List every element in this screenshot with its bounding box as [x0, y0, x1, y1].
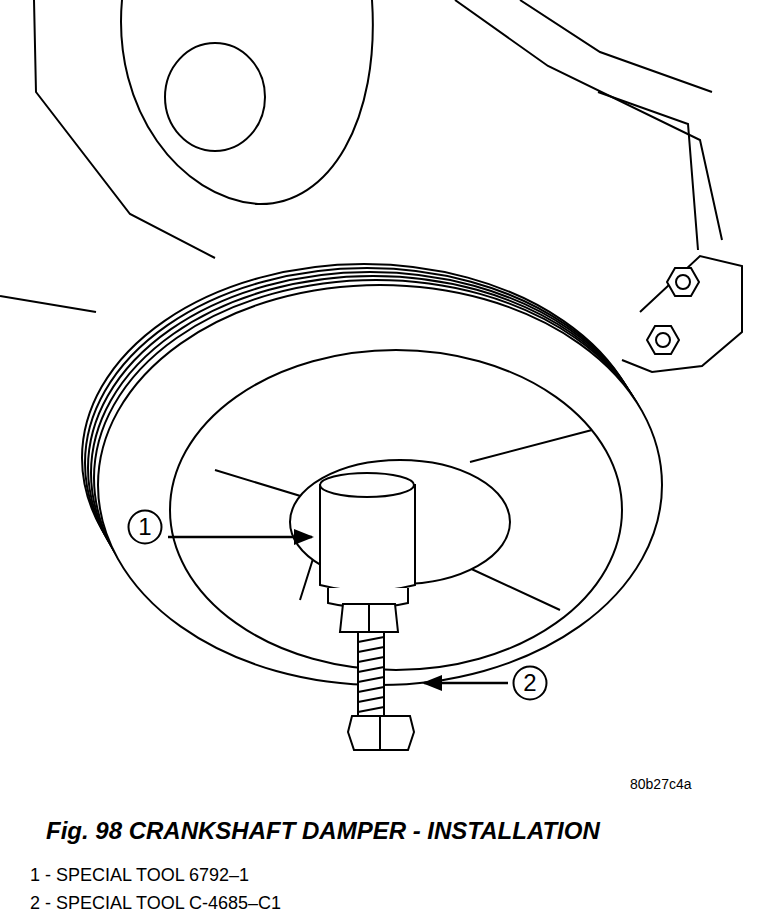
drawing-part — [424, 682, 508, 685]
drawing-part — [170, 350, 622, 670]
drawing-part — [168, 536, 312, 539]
drawing-part — [455, 0, 722, 240]
drawing-part — [340, 604, 398, 632]
drawing-part — [320, 473, 414, 497]
callout-ring — [129, 511, 162, 544]
callout-circle: 1 — [127, 509, 163, 545]
drawing-part — [676, 275, 690, 289]
drawing-part — [520, 0, 712, 92]
callout-number: 1 — [138, 515, 151, 539]
drawing-part — [0, 296, 96, 312]
damper-pulley — [82, 264, 662, 685]
callout-ring — [514, 667, 547, 700]
callout-number: 2 — [523, 671, 536, 695]
drawing-part — [647, 326, 679, 354]
tool-key: 2 - SPECIAL TOOL C-4685–C1 — [30, 894, 281, 914]
tool-key: 1 - SPECIAL TOOL 6792–1 — [30, 866, 249, 886]
drawing-part — [656, 333, 670, 347]
drawing-part — [121, 0, 373, 204]
drawing-part — [165, 43, 265, 151]
drawing-part — [358, 637, 384, 712]
figure-caption: Fig. 98 CRANKSHAFT DAMPER - INSTALLATION — [46, 818, 600, 844]
drawing-part — [98, 285, 662, 685]
drawing-part — [320, 485, 415, 591]
installer-tool — [320, 473, 415, 750]
callout-circle: 2 — [512, 665, 548, 701]
mounting-bolts — [647, 268, 699, 354]
figure-code: 80b27c4a — [630, 777, 692, 792]
drawing-part — [368, 604, 370, 632]
drawing-part — [667, 268, 699, 296]
drawing-part — [215, 430, 592, 610]
drawing-part — [34, 0, 215, 258]
drawing-part — [598, 92, 698, 250]
drawing-part — [622, 256, 742, 372]
leader-arrows — [168, 537, 508, 683]
drawing-part — [358, 632, 384, 716]
drawing-part — [379, 716, 381, 750]
drawing-part — [348, 716, 414, 750]
